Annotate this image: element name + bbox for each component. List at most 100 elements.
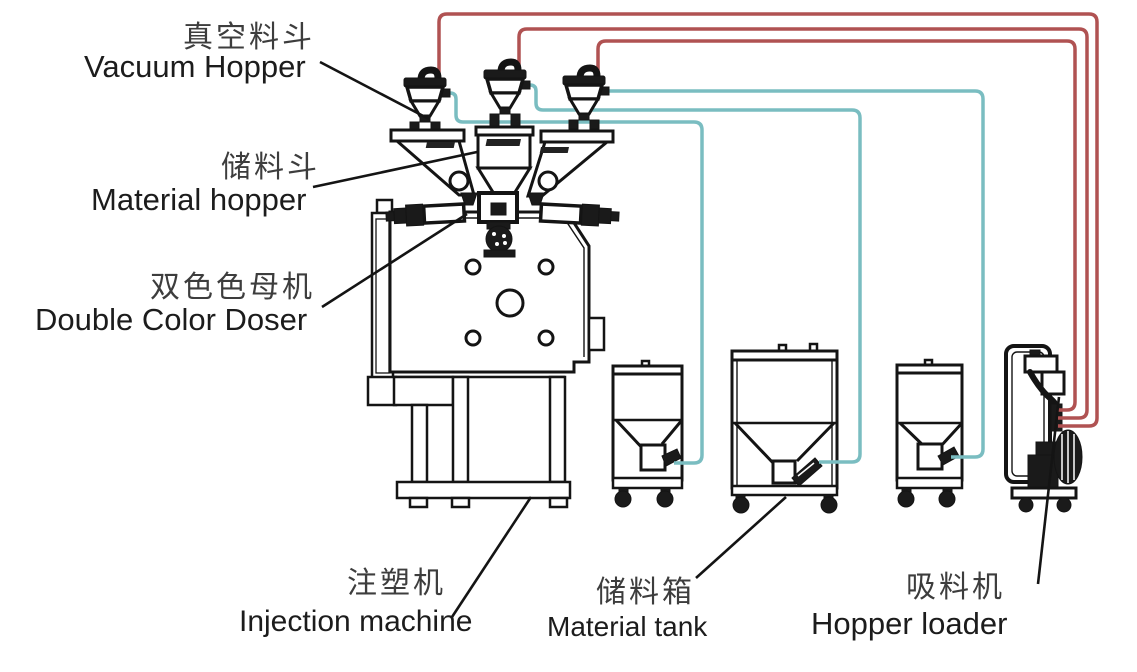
caster-wheel	[656, 490, 674, 508]
leader-material-hopper	[312, 150, 478, 189]
vacuum-pipe-2	[517, 27, 1089, 420]
hopper-neck	[499, 107, 511, 115]
hopper-foot	[589, 119, 600, 130]
doser-base	[483, 249, 516, 258]
label-hopper-loader-en: Hopper loader	[811, 606, 1008, 641]
barrel-cap	[597, 207, 612, 225]
hopper-elbow	[497, 58, 522, 73]
leader-lines	[312, 60, 1061, 618]
hopper-foot	[409, 121, 420, 130]
material-hopper-right-plate	[539, 129, 615, 144]
label-vacuum-hopper-zh: 真空料斗	[183, 21, 315, 54]
platen-center-hole	[495, 288, 525, 318]
machine-foot	[450, 496, 471, 509]
leader-injection-machine	[450, 496, 533, 618]
tank-base-bar	[730, 484, 839, 497]
loader-base	[1010, 486, 1078, 500]
barrel-tip	[385, 211, 395, 222]
pedestal-flange	[392, 375, 455, 407]
label-double-color-doser-en: Double Color Doser	[35, 302, 308, 337]
double-color-doser	[385, 191, 620, 258]
pedestal-leg	[451, 375, 470, 484]
barrel-cap	[405, 203, 425, 227]
label-material-tank-en: Material tank	[547, 611, 708, 642]
vacuum-hopper-2	[483, 58, 531, 127]
platen-hole	[464, 329, 482, 347]
platen-hole	[464, 258, 482, 276]
injection-machine	[366, 198, 606, 509]
label-material-hopper-zh: 储料斗	[221, 151, 320, 184]
material-pipe-2	[529, 83, 862, 464]
pedestal-leg	[410, 403, 429, 484]
hopper-body	[484, 77, 526, 95]
tank-base-bar	[895, 476, 964, 490]
doser-left-barrel	[385, 202, 467, 227]
material-pipe-3	[608, 89, 985, 459]
machine-foot	[548, 496, 569, 509]
material-tank-3	[895, 358, 964, 508]
platen-hole	[537, 329, 555, 347]
blower-ribs	[1061, 431, 1075, 483]
label-hopper-loader-zh: 吸料机	[906, 571, 1005, 604]
caster-wheel	[732, 496, 750, 514]
machine-base-plate	[395, 480, 572, 500]
label-double-color-doser-zh: 双色色母机	[150, 271, 315, 304]
vacuum-pipe-3	[596, 39, 1077, 412]
label-injection-machine-en: Injection machine	[239, 605, 473, 638]
tank-spout	[791, 457, 823, 487]
doser-pump	[485, 225, 513, 253]
vacuum-hoppers	[403, 58, 610, 130]
tank-base-bar	[611, 476, 684, 490]
caster-wheel	[614, 490, 632, 508]
vacuum-pipe-1	[437, 12, 1099, 428]
caster-wheel	[820, 496, 838, 514]
pipes	[437, 12, 1099, 465]
barrel-body	[421, 202, 467, 225]
machine-side-bump	[587, 316, 606, 352]
label-vacuum-hopper-en: Vacuum Hopper	[84, 49, 306, 84]
tank-outlet-box	[639, 443, 667, 472]
vacuum-hopper-1	[403, 66, 451, 130]
hopper-elbow	[417, 66, 442, 81]
barrel-cap	[580, 203, 600, 227]
label-material-tank-zh: 储料箱	[596, 576, 695, 609]
caster-wheel	[897, 490, 915, 508]
hopper-elbow	[576, 64, 601, 79]
doser-center-window	[490, 202, 507, 216]
material-tank-1	[611, 359, 684, 508]
pump-dot	[495, 242, 499, 246]
doser-right-barrel	[538, 202, 620, 227]
tank-outlet-box	[771, 459, 797, 485]
mount-hole	[448, 170, 470, 192]
hopper-foot	[430, 121, 441, 130]
hopper-foot	[489, 113, 500, 127]
barrel-cap	[393, 207, 408, 225]
caster-wheel	[1018, 497, 1034, 513]
pedestal-leg	[548, 375, 567, 484]
tank-funnel-v	[733, 421, 836, 467]
leader-double-color-doser	[321, 212, 468, 309]
leader-material-tank	[695, 496, 787, 579]
leader-hopper-loader	[1036, 396, 1061, 585]
brand-logo-mark	[425, 142, 455, 148]
machine-foot	[408, 496, 429, 509]
barrel-tip	[610, 211, 620, 222]
vacuum-hopper-3	[562, 64, 610, 130]
pump-dot	[502, 234, 506, 238]
tank-spout	[661, 448, 682, 467]
caster-wheel	[938, 490, 956, 508]
pump-dot	[492, 232, 496, 236]
material-hopper-left-plate	[389, 128, 466, 143]
hopper-cone	[488, 91, 522, 110]
hopper-neck	[578, 113, 590, 121]
hopper-foot	[568, 119, 579, 130]
hopper-body	[563, 83, 605, 101]
hopper-loader	[1004, 344, 1083, 513]
barrel-body	[538, 202, 584, 225]
mount-hole	[537, 170, 559, 192]
brand-logo-mark	[539, 147, 569, 153]
caster-wheel	[1056, 497, 1072, 513]
hopper-body	[404, 85, 446, 103]
